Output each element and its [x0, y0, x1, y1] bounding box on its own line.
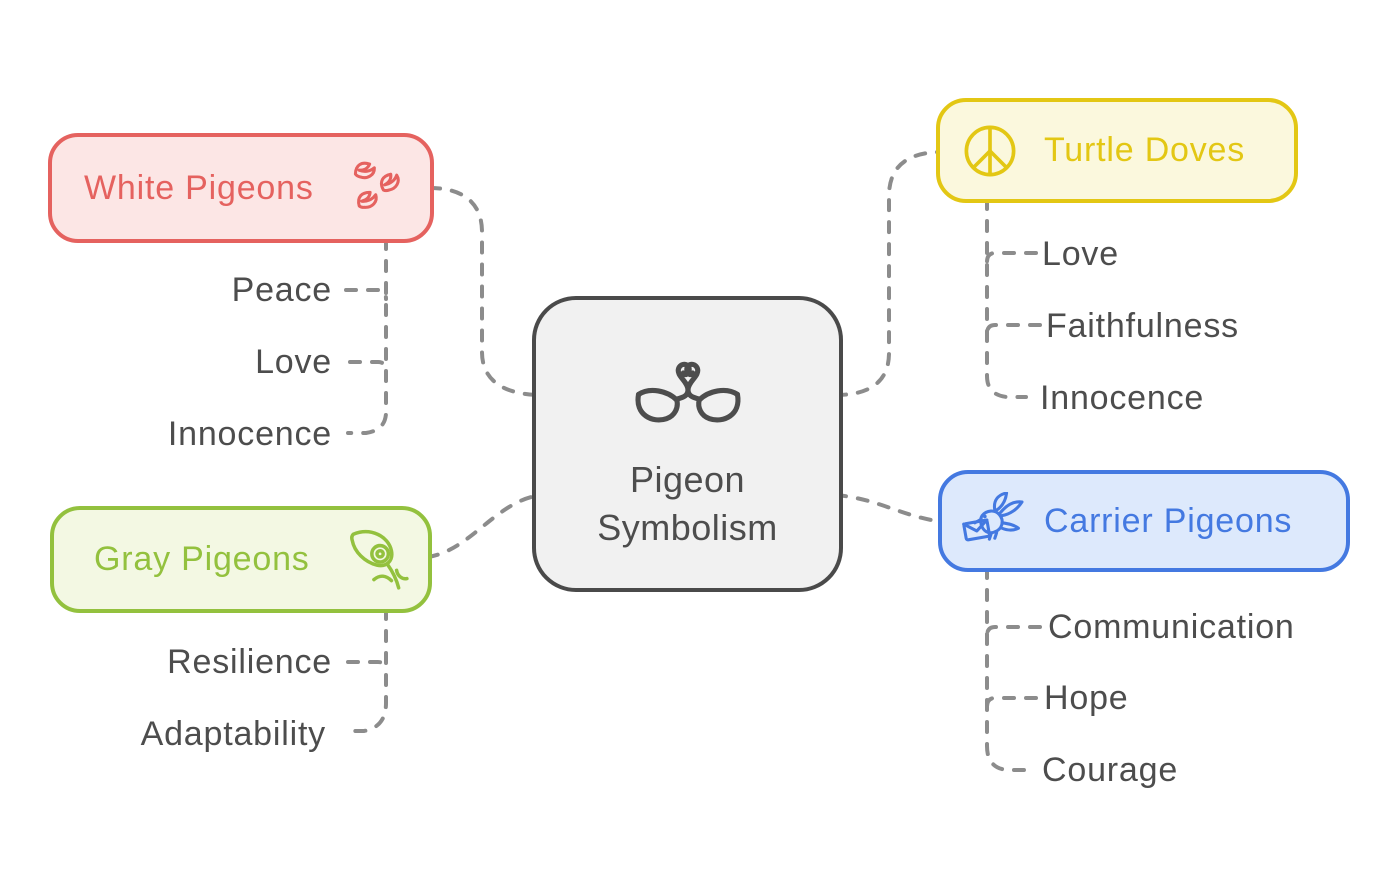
child-hope[interactable]: Hope — [1044, 679, 1129, 717]
node-white-pigeons[interactable]: White Pigeons — [48, 133, 434, 243]
connector-root-turtle-doves — [834, 150, 944, 397]
child-innocence-white[interactable]: Innocence — [167, 415, 332, 453]
child-adaptability[interactable]: Adaptability — [140, 715, 326, 753]
branch-line-hope — [985, 696, 1038, 709]
child-communication[interactable]: Communication — [1048, 608, 1295, 646]
carrier-pigeons-label: Carrier Pigeons — [1044, 501, 1293, 540]
trunk-white-pigeons — [346, 237, 388, 435]
gray-pigeons-label: Gray Pigeons — [94, 540, 310, 578]
branch-line-resilience — [346, 660, 388, 673]
turtle-doves-label: Turtle Doves — [1044, 131, 1246, 169]
connector-root-carrier-pigeons — [834, 493, 946, 524]
three-doves-icon — [346, 159, 408, 217]
feather-icon — [344, 527, 410, 593]
swans-heart-icon — [632, 356, 744, 436]
node-pigeon-symbolism[interactable]: Pigeon Symbolism — [532, 296, 843, 592]
branch-line-love-left — [348, 360, 388, 373]
carrier-pigeon-envelope-icon — [962, 492, 1024, 550]
child-resilience[interactable]: Resilience — [167, 643, 332, 681]
connector-root-gray-pigeons — [426, 493, 544, 559]
branch-line-love-right — [985, 251, 1038, 264]
branch-line-communication — [985, 625, 1042, 638]
branch-line-peace — [344, 288, 388, 301]
node-turtle-doves[interactable]: Turtle Doves — [936, 98, 1298, 203]
trunk-gray-pigeons — [348, 607, 388, 733]
root-label: Pigeon Symbolism — [597, 456, 778, 552]
trunk-turtle-doves — [985, 197, 1028, 399]
child-innocence-turtle[interactable]: Innocence — [1040, 379, 1205, 417]
child-love-turtle[interactable]: Love — [1042, 235, 1119, 273]
child-peace[interactable]: Peace — [231, 271, 332, 309]
trunk-carrier-pigeons — [985, 566, 1028, 772]
connector-root-white-pigeons — [428, 186, 544, 397]
child-love-white[interactable]: Love — [255, 343, 332, 381]
child-faithfulness[interactable]: Faithfulness — [1046, 307, 1239, 345]
child-courage[interactable]: Courage — [1042, 751, 1179, 789]
root-label-line1: Pigeon — [629, 459, 746, 500]
white-pigeons-label: White Pigeons — [84, 168, 314, 207]
peace-sign-icon — [962, 122, 1018, 180]
node-gray-pigeons[interactable]: Gray Pigeons — [50, 506, 432, 613]
root-label-line2: Symbolism — [597, 507, 778, 548]
branch-line-faithfulness — [985, 323, 1042, 336]
node-carrier-pigeons[interactable]: Carrier Pigeons — [938, 470, 1350, 572]
